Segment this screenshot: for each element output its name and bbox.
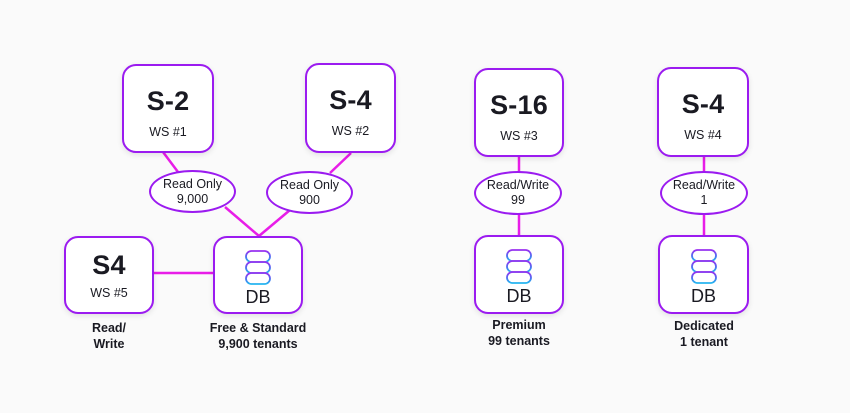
caption-tier: Premium [492, 318, 546, 332]
caption-tier: Dedicated [674, 319, 734, 333]
server-node-ws3: S-16 WS #3 [474, 68, 564, 157]
server-node-ws4: S-4 WS #4 [657, 67, 749, 157]
connector-ws2-to-readonly-900 [329, 152, 352, 174]
connector-readonly-9000-to-db1 [224, 206, 260, 237]
connection-mode: Read Only [279, 177, 340, 192]
server-size: S4 [92, 250, 126, 280]
database-label: DB [690, 286, 716, 306]
server-node-ws1: S-2 WS #1 [122, 64, 214, 153]
connection-readwrite-99: Read/Write 99 [474, 171, 562, 215]
server-size: S-4 [681, 89, 725, 119]
connection-readonly-900: Read Only 900 [266, 171, 353, 214]
database-icon [690, 249, 717, 284]
database-label: DB [506, 286, 532, 306]
server-label: WS #5 [90, 286, 128, 300]
server-node-ws2: S-4 WS #2 [305, 63, 396, 153]
database-icon [506, 249, 532, 284]
database-icon [245, 250, 271, 285]
db2-caption: Premium 99 tenants [439, 317, 599, 349]
connection-count: 9,000 [176, 191, 209, 206]
server-label: WS #1 [149, 125, 187, 139]
connection-count: 1 [700, 193, 708, 207]
database-node-db2: DB [474, 235, 564, 314]
db3-caption: Dedicated 1 tenant [624, 318, 784, 350]
server-node-ws5: S4 WS #5 [64, 236, 154, 314]
caption-tenants: 1 tenant [680, 335, 728, 349]
server-size: S-16 [490, 90, 548, 120]
connector-ws1-to-readonly-9000 [162, 151, 179, 173]
connection-count: 900 [299, 192, 320, 207]
database-node-db1: DB [213, 236, 303, 314]
connection-readonly-9000: Read Only 9,000 [149, 170, 236, 213]
connection-mode: Read/Write [672, 178, 736, 192]
server-size: S-4 [329, 85, 372, 115]
db1-caption: Free & Standard 9,900 tenants [178, 320, 338, 352]
caption-line: Read/ [91, 321, 127, 335]
server-label: WS #3 [500, 129, 538, 143]
caption-tenants: 99 tenants [488, 334, 550, 348]
connection-count: 99 [511, 193, 525, 207]
caption-tenants: 9,900 tenants [218, 337, 298, 351]
server-size: S-2 [146, 86, 190, 116]
server-label: WS #2 [331, 124, 370, 138]
connection-mode: Read Only [162, 176, 223, 191]
ws5-caption: Read/ Write [29, 320, 189, 352]
connection-mode: Read/Write [486, 178, 550, 192]
caption-tier: Free & Standard [209, 321, 307, 335]
server-label: WS #4 [684, 128, 722, 142]
caption-line: Write [93, 337, 125, 351]
database-label: DB [245, 287, 271, 307]
connector-readonly-900-to-db1 [258, 209, 291, 237]
connection-readwrite-1: Read/Write 1 [660, 171, 748, 215]
database-node-db3: DB [658, 235, 749, 314]
